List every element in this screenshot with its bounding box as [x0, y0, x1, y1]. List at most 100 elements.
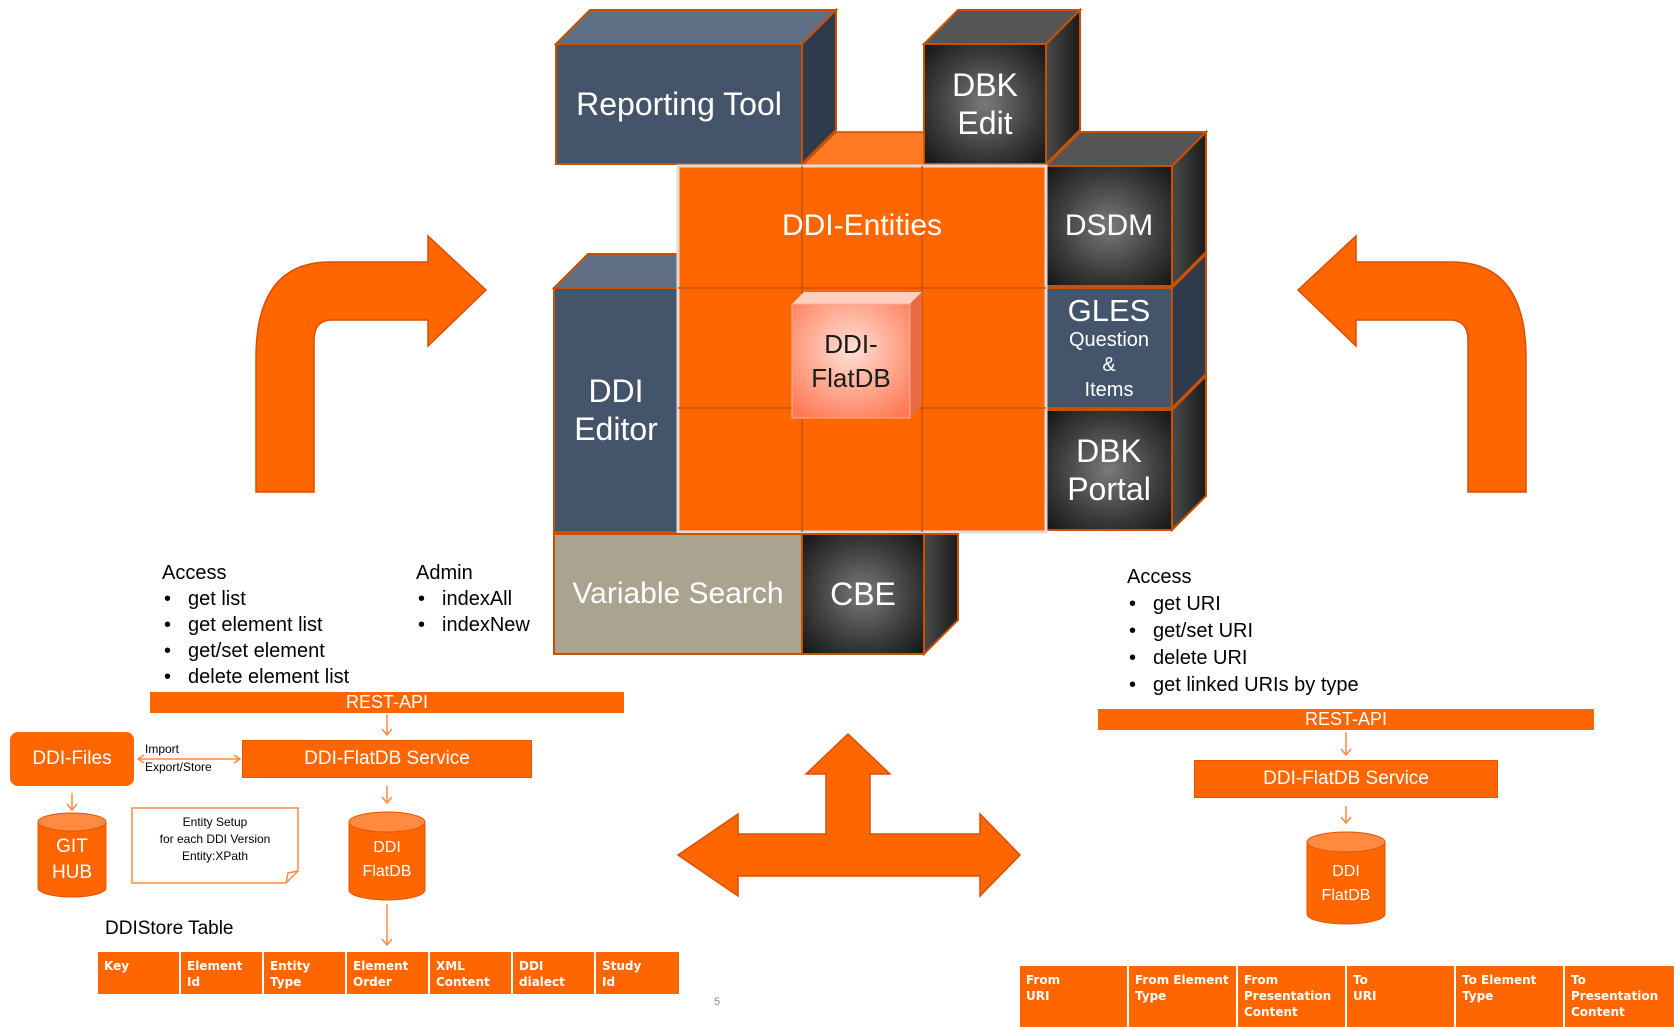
cell-line: Content: [436, 975, 490, 989]
dbk-portal-label: DBK Portal: [1046, 428, 1172, 512]
left-db-line-2: FlatDB: [362, 863, 412, 880]
cell-line: Id: [187, 975, 201, 989]
left-access-item: delete element list: [162, 664, 349, 690]
variable-search-label: Variable Search: [572, 577, 784, 610]
ddi-flatdb-center-label: DDI- FlatDB: [792, 304, 910, 418]
cell-line: From Element: [1135, 973, 1229, 987]
dbk-edit-line-2: Edit: [957, 105, 1013, 141]
right-access-title: Access: [1127, 566, 1192, 588]
gles-label: GLES Question & Items: [1046, 288, 1172, 408]
admin-item: indexAll: [416, 586, 530, 612]
three-way-arrow-icon: [676, 732, 1022, 898]
right-db-cylinder-icon: [1306, 831, 1386, 925]
cell-line: Type: [1135, 989, 1167, 1003]
cell-line: Content: [1244, 1005, 1298, 1019]
left-access-title: Access: [162, 562, 227, 584]
admin-list: Admin indexAll indexNew: [416, 560, 530, 638]
dbk-portal-line-2: Portal: [1067, 471, 1151, 507]
gles-sub-3: Items: [1084, 378, 1134, 401]
left-access-item: get list: [162, 586, 349, 612]
left-access-item: get/set element: [162, 638, 349, 664]
cell-line: To: [1571, 973, 1586, 987]
cell-line: Order: [353, 975, 392, 989]
curved-arrow-left-icon: [1296, 234, 1527, 493]
flatdb-line-2: FlatDB: [811, 363, 891, 393]
gles-title: GLES: [1067, 292, 1151, 328]
admin-item: indexNew: [416, 612, 530, 638]
right-rest-api-bar: REST-API: [1098, 709, 1594, 730]
ddi-entities-label: DDI-Entities: [781, 209, 943, 242]
cell-line: From: [1026, 973, 1061, 987]
cell-line: XML: [436, 959, 465, 973]
cell-line: URI: [1026, 989, 1050, 1003]
ddistore-table-title: DDIStore Table: [105, 918, 234, 939]
cell-line: Study: [602, 959, 642, 973]
cell-line: Element: [187, 959, 243, 973]
admin-items: indexAll indexNew: [416, 586, 530, 638]
curved-arrow-right-icon: [255, 234, 488, 493]
ddi-editor-block: [551, 253, 679, 533]
ddi-editor-label: DDI Editor: [554, 360, 678, 460]
git-hub-cylinder-icon: [37, 812, 107, 898]
files-to-git-arrow-icon: [66, 793, 78, 812]
cell-line: URI: [1353, 989, 1377, 1003]
variable-search-block: [553, 533, 803, 655]
right-access-item: get linked URIs by type: [1127, 672, 1359, 699]
dbk-edit-label: DBK Edit: [924, 62, 1046, 146]
cbe-block: [801, 533, 959, 657]
double-arrow-icon: [136, 754, 242, 764]
right-db-line-1: DDI: [1332, 863, 1360, 880]
cell-line: DDI: [519, 959, 544, 973]
right-db-label: DDI FlatDB: [1305, 858, 1387, 910]
cell-line: From: [1244, 973, 1279, 987]
git-line-1: GIT: [56, 836, 88, 857]
git-hub-label: GIT HUB: [36, 832, 108, 888]
note-text: Entity Setup for each DDI Version Entity…: [131, 814, 299, 865]
right-service-box: DDI-FlatDB Service: [1194, 760, 1498, 798]
cell-line: Type: [1462, 989, 1494, 1003]
dsdm-label: DSDM: [1064, 209, 1154, 242]
reporting-tool-block: [553, 7, 839, 167]
reporting-tool-label: Reporting Tool: [576, 85, 782, 122]
left-access-list: Access get list get element list get/set…: [162, 560, 349, 690]
table-header-cell: Key: [98, 952, 181, 994]
left-access-item: get element list: [162, 612, 349, 638]
import-label: Import: [145, 742, 180, 756]
export-store-label: Export/Store: [145, 760, 212, 774]
flatdb-line-1: DDI-: [824, 329, 878, 359]
left-db-line-1: DDI: [373, 839, 401, 856]
cell-line: Entity: [270, 959, 311, 973]
ddi-files-box: DDI-Files: [10, 732, 134, 786]
cbe-label: CBE: [830, 575, 896, 612]
ddi-editor-line-2: Editor: [574, 411, 658, 447]
service-to-db-arrow-icon: [381, 786, 393, 805]
note-line-1: Entity Setup: [182, 815, 248, 829]
page-number: 5: [714, 996, 721, 1008]
cell-line: Key: [104, 959, 130, 973]
ddi-editor-line-1: DDI: [588, 373, 644, 409]
note-line-2: for each DDI Version: [159, 832, 271, 846]
cell-line: Presentation: [1571, 989, 1659, 1003]
git-line-2: HUB: [51, 862, 93, 883]
gles-block: [1045, 251, 1207, 411]
left-db-cylinder-icon: [348, 811, 426, 901]
gles-sub-1: Question: [1068, 328, 1150, 351]
dbk-edit-block: [921, 7, 1083, 167]
rest-to-service-arrow-icon: [381, 714, 393, 737]
cell-line: To: [1353, 973, 1368, 987]
right-access-items: get URI get/set URI delete URI get linke…: [1127, 591, 1359, 699]
left-rest-api-bar: REST-API: [150, 692, 624, 713]
